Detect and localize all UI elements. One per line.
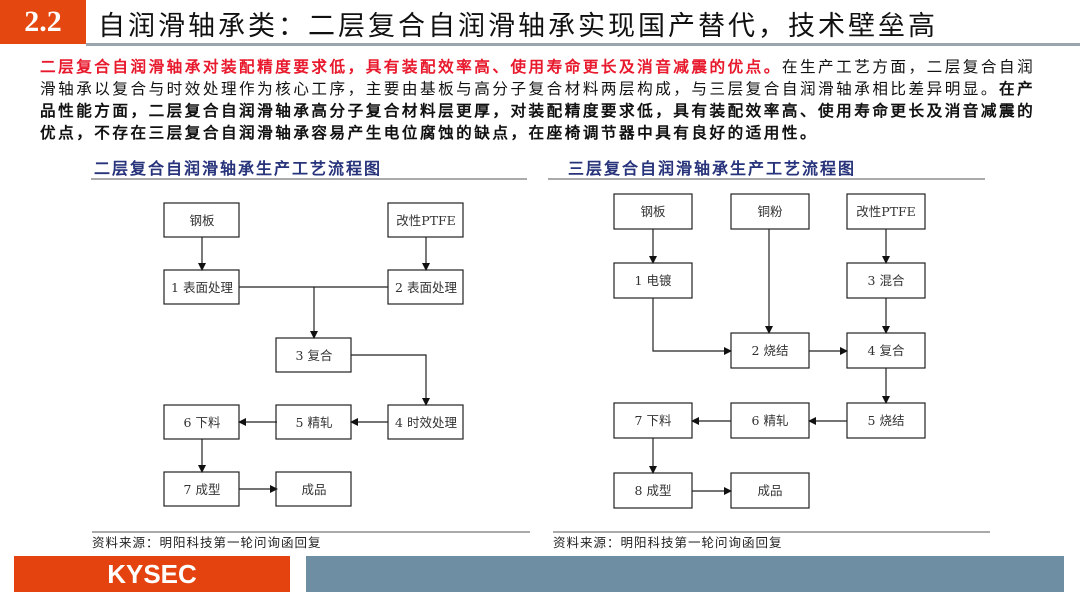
body-text: 滑轴承以复合与时效处理作为核心工序，主要由基板与高分子复合材料两层构成，与三层复… [40, 80, 999, 98]
summary-paragraph: 二层复合自润滑轴承对装配精度要求低，具有装配效率高、使用寿命更长及消音减震的优点… [40, 56, 1050, 144]
node-label: 4 时效处理 [395, 415, 457, 430]
kysec-logo: KYSEC [14, 556, 290, 592]
node-label: 铜粉 [757, 204, 783, 219]
paragraph-line: 二层复合自润滑轴承对装配精度要求低，具有装配效率高、使用寿命更长及消音减震的优点… [40, 56, 1050, 78]
right-arrows [649, 229, 890, 495]
left-node-labels: 钢板 改性PTFE 1 表面处理 2 表面处理 3 复合 4 时效处理 5 精轧… [171, 213, 457, 497]
node-step7 [613, 402, 693, 439]
node-label: 7 下料 [635, 413, 672, 428]
node-label: 成品 [757, 483, 782, 498]
body-text: 在生产工艺方面，二层复合自润 [781, 58, 1036, 76]
node-label: 3 混合 [868, 273, 905, 288]
section-number: 2.2 [0, 0, 86, 44]
node-product [730, 472, 810, 509]
right-node-labels: 钢板 铜粉 改性PTFE 1 电镀 3 混合 2 烧结 4 复合 5 烧结 6 … [635, 204, 916, 498]
node-label: 成品 [301, 482, 326, 497]
left-flowchart [163, 202, 464, 507]
page-title: 自润滑轴承类：二层复合自润滑轴承实现国产替代，技术壁垒高 [98, 11, 938, 42]
node-step7 [163, 471, 240, 507]
left-chart-title: 二层复合自润滑轴承生产工艺流程图 [94, 159, 383, 178]
node-ptfe [846, 193, 926, 230]
header-divider [86, 43, 1080, 46]
left-arrows [198, 237, 430, 493]
node-label: 钢板 [189, 213, 215, 228]
node-label: 2 表面处理 [395, 280, 457, 295]
node-label: 1 电镀 [635, 273, 672, 288]
right-flowchart [613, 193, 926, 509]
node-step1 [163, 269, 240, 305]
node-step3 [846, 262, 926, 299]
bold-text: 在产 [998, 79, 1036, 98]
paragraph-line: 品性能方面，二层复合自润滑轴承高分子复合材料层更厚，对装配精度要求低，具有装配效… [40, 101, 1036, 120]
node-label: 8 成型 [635, 483, 672, 498]
node-label: 改性PTFE [396, 213, 456, 228]
node-step4 [387, 404, 464, 440]
node-product [275, 471, 352, 507]
node-step1 [613, 262, 693, 299]
node-step5 [846, 402, 926, 439]
node-label: 5 烧结 [868, 413, 905, 428]
node-label: 1 表面处理 [171, 280, 233, 295]
node-label: 改性PTFE [856, 204, 916, 219]
node-step5 [275, 404, 352, 440]
node-step2 [387, 269, 464, 305]
node-copper [730, 193, 810, 230]
node-label: 2 烧结 [752, 343, 789, 358]
paragraph-line: 优点，不存在三层复合自润滑轴承容易产生电位腐蚀的缺点，在座椅调节器中具有良好的适… [40, 123, 819, 142]
node-step2 [730, 332, 810, 369]
node-step6 [730, 402, 810, 439]
node-step6 [163, 404, 240, 440]
highlight-text: 二层复合自润滑轴承对装配精度要求低，具有装配效率高、使用寿命更长及消音减震的优点… [40, 57, 782, 76]
node-label: 5 精轧 [296, 415, 333, 430]
right-chart-title: 三层复合自润滑轴承生产工艺流程图 [568, 159, 857, 178]
node-step3 [275, 337, 352, 373]
node-steel [613, 193, 693, 230]
node-step8 [613, 472, 693, 509]
node-steel [163, 202, 240, 238]
footer-bar [306, 556, 1064, 592]
node-step4 [846, 332, 926, 369]
node-label: 4 复合 [868, 343, 905, 358]
node-ptfe [387, 202, 464, 238]
node-label: 7 成型 [184, 482, 221, 497]
node-label: 6 下料 [184, 415, 221, 430]
node-label: 6 精轧 [752, 413, 789, 428]
node-label: 钢板 [640, 204, 666, 219]
right-source-note: 资料来源：明阳科技第一轮问询函回复 [553, 535, 783, 550]
paragraph-line: 滑轴承以复合与时效处理作为核心工序，主要由基板与高分子复合材料两层构成，与三层复… [40, 78, 1050, 100]
node-label: 3 复合 [296, 348, 333, 363]
left-source-note: 资料来源：明阳科技第一轮问询函回复 [92, 535, 322, 550]
